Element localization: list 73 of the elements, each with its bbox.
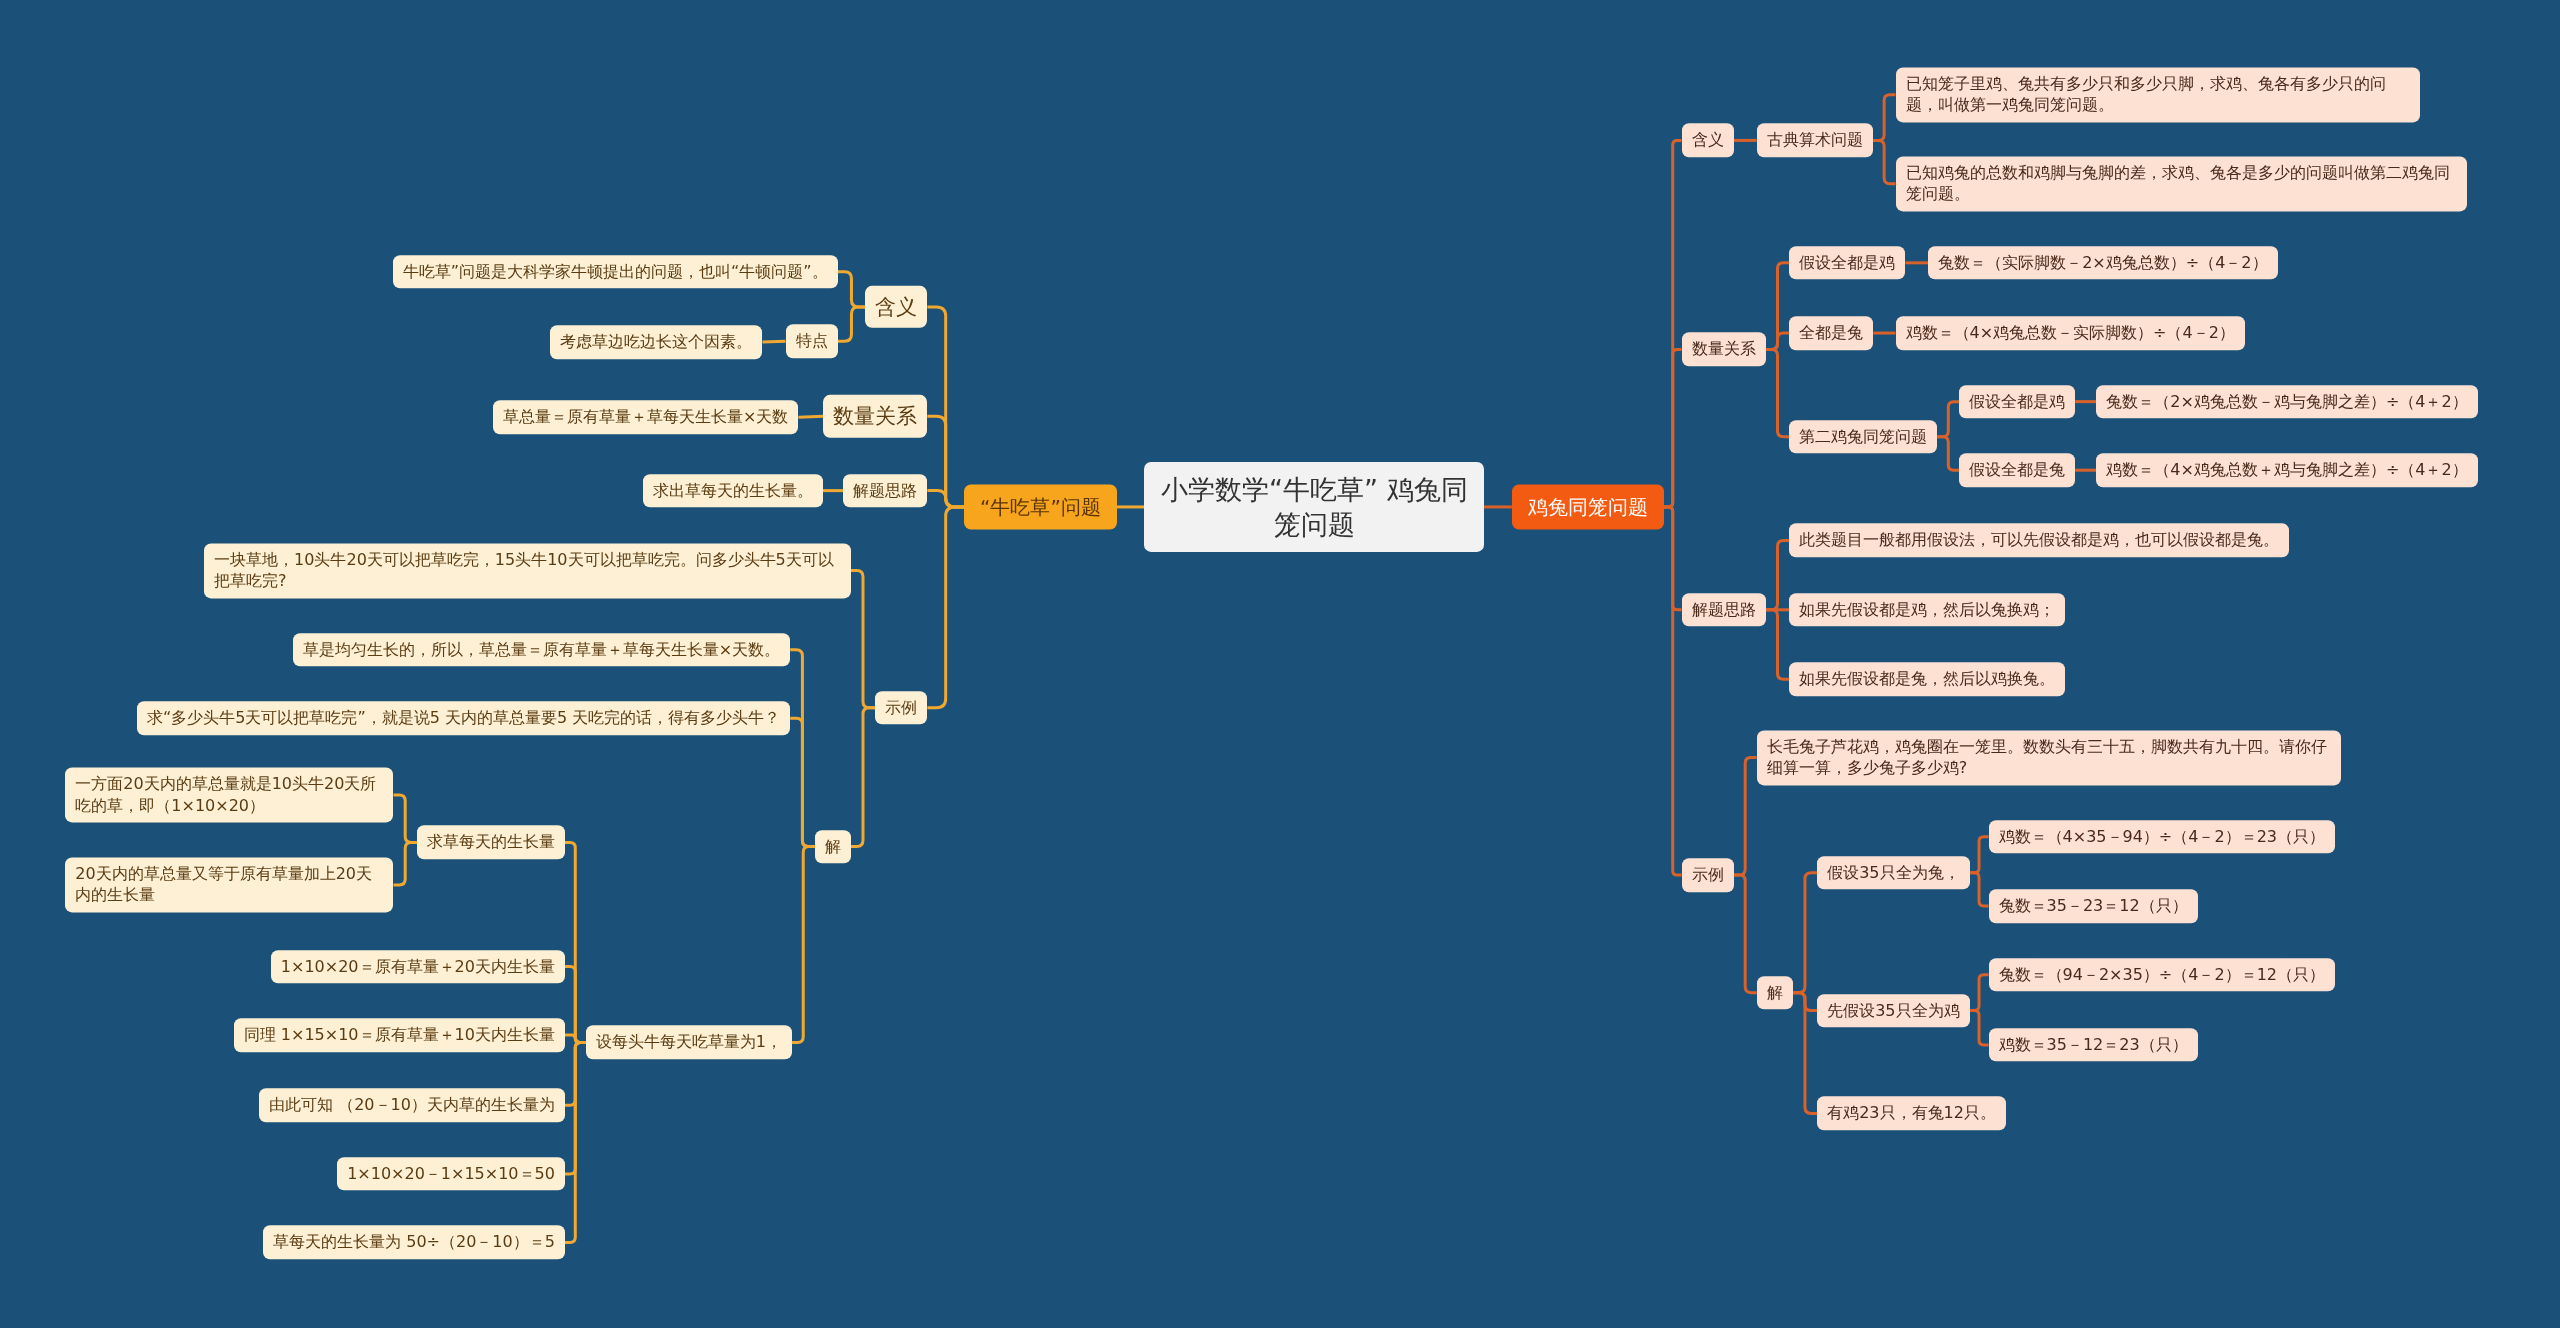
topic-box: 如果先假设都是兔，然后以鸡换兔。 — [1789, 662, 2066, 696]
topic-box: 鸡数＝35－12＝23（只） — [1988, 1028, 2198, 1062]
topic-box: 同理 1×15×10＝原有草量＋10天内生长量 — [233, 1018, 565, 1052]
topic-box: 兔数＝35－23＝12（只） — [1988, 889, 2198, 923]
topic-box: 牛吃草”问题是大科学家牛顿提出的问题，也叫“牛顿问题”。 — [392, 255, 838, 289]
topic-box: 先假设35只全为鸡 — [1817, 993, 1970, 1028]
topic-box: 全都是兔 — [1789, 316, 1874, 350]
topic-box: 鸡数＝（4×鸡兔总数－实际脚数）÷（4－2） — [1895, 316, 2245, 350]
branch-topic-box: “牛吃草”问题 — [964, 484, 1117, 530]
topic-box: 含义 — [865, 285, 928, 329]
connector-line — [1905, 261, 1929, 265]
topic-box: 假设全都是兔 — [1959, 453, 2076, 487]
topic-box: 假设全都是鸡 — [1789, 246, 1906, 280]
topic-box: 第二鸡兔同笼问题 — [1789, 419, 1938, 454]
topic-box: 20天内的草总量又等于原有草量加上20天内的生长量 — [65, 857, 394, 913]
topic-box: 假设35只全为兔， — [1817, 855, 1970, 890]
topic-box: 示例 — [1681, 858, 1734, 892]
connector-line — [1937, 435, 1960, 472]
connector-line — [837, 305, 866, 343]
topic-box: 已知笼子里鸡、兔共有多少只和多少只脚，求鸡、兔各有多少只的问题，叫做第一鸡兔同笼问题。 — [1895, 67, 2420, 123]
connector-line — [850, 706, 876, 848]
topic-box: 1×10×20－1×15×10＝50 — [337, 1157, 565, 1191]
topic-box: 特点 — [785, 324, 838, 358]
topic-box: 草是均匀生长的，所以，草总量＝原有草量＋草每天生长量×天数。 — [292, 633, 791, 667]
connector-line — [1484, 505, 1512, 509]
connector-line — [393, 840, 417, 887]
connector-line — [762, 339, 786, 344]
topic-box: 由此可知 （20－10）天内草的生长量为 — [259, 1088, 565, 1123]
topic-box: 已知鸡兔的总数和鸡脚与兔脚的差，求鸡、兔各是多少的问题叫做第二鸡兔同笼问题。 — [1895, 156, 2467, 212]
topic-box: 设每头牛每天吃草量为1， — [585, 1025, 792, 1060]
connector-line — [1733, 873, 1757, 995]
connector-line — [798, 414, 824, 419]
topic-box: 草每天的生长量为 50÷（20－10）＝5 — [263, 1225, 565, 1260]
topic-box: 如果先假设都是鸡，然后以兔换鸡； — [1789, 593, 2066, 627]
connector-line — [2075, 468, 2097, 472]
topic-box: 假设全都是鸡 — [1959, 384, 2076, 419]
connector-line — [1663, 505, 1682, 877]
topic-box: 解 — [1756, 975, 1793, 1010]
topic-box: 鸡数＝（4×鸡兔总数＋鸡与兔脚之差）÷（4＋2） — [2096, 453, 2478, 487]
topic-box: 兔数＝（实际脚数－2×鸡兔总数）÷（4－2） — [1928, 246, 2278, 280]
topic-box: 兔数＝（2×鸡兔总数－鸡与兔脚之差）÷（4＋2） — [2096, 384, 2478, 419]
topic-box: 数量关系 — [1681, 332, 1766, 367]
connector-line — [1872, 138, 1896, 186]
topic-box: 求“多少头牛5天可以把草吃完”，就是说5 天内的草总量要5 天吃完的话，得有多少头牛？ — [136, 701, 791, 736]
topic-box: 求出草每天的生长量。 — [642, 473, 823, 508]
topic-box: 有鸡23只，有兔12只。 — [1817, 1096, 2006, 1131]
topic-box: 求草每天的生长量 — [416, 825, 565, 860]
connector-line — [2075, 400, 2097, 404]
central-topic-box: 小学数学“牛吃草” 鸡兔同笼问题 — [1144, 461, 1485, 553]
topic-box: 解题思路 — [843, 473, 928, 508]
topic-box: 示例 — [875, 690, 928, 725]
topic-box: 此类题目一般都用假设法，可以先假设都是鸡，也可以假设都是兔。 — [1789, 523, 2290, 558]
connector-line — [1969, 871, 1989, 908]
connector-line — [927, 505, 964, 710]
branch-topic-box: 鸡兔同笼问题 — [1511, 484, 1664, 530]
connector-line — [1873, 331, 1896, 335]
connector-line — [1733, 138, 1757, 142]
topic-box: 数量关系 — [823, 395, 928, 438]
topic-box: 含义 — [1681, 123, 1734, 158]
topic-box: 长毛兔子芦花鸡，鸡兔圈在一笼里。数数头有三十五，脚数共有九十四。请你仔细算一算，多少兔子多少鸡? — [1756, 729, 2342, 786]
topic-box: 鸡数＝（4×35－94）÷（4－2）＝23（只） — [1988, 819, 2335, 854]
connector-line — [1116, 505, 1145, 509]
topic-box: 草总量＝原有草量＋草每天生长量×天数 — [492, 400, 799, 434]
connector-line — [1969, 1009, 1989, 1047]
topic-box: 古典算术问题 — [1756, 123, 1873, 158]
topic-box: 解 — [814, 829, 851, 864]
topic-box: 1×10×20＝原有草量＋20天内生长量 — [270, 949, 565, 984]
topic-box: 考虑草边吃边长这个因素。 — [550, 325, 763, 359]
topic-box: 一方面20天内的草总量就是10头牛20天所吃的草，即（1×10×20） — [65, 767, 394, 823]
topic-box: 兔数＝（94－2×35）÷（4－2）＝12（只） — [1988, 957, 2335, 992]
topic-box: 解题思路 — [1681, 593, 1766, 627]
topic-box: 一块草地，10头牛20天可以把草吃完，15头牛10天可以把草吃完。问多少头牛5天可以把草吃完? — [204, 543, 851, 599]
connector-line — [822, 489, 844, 493]
